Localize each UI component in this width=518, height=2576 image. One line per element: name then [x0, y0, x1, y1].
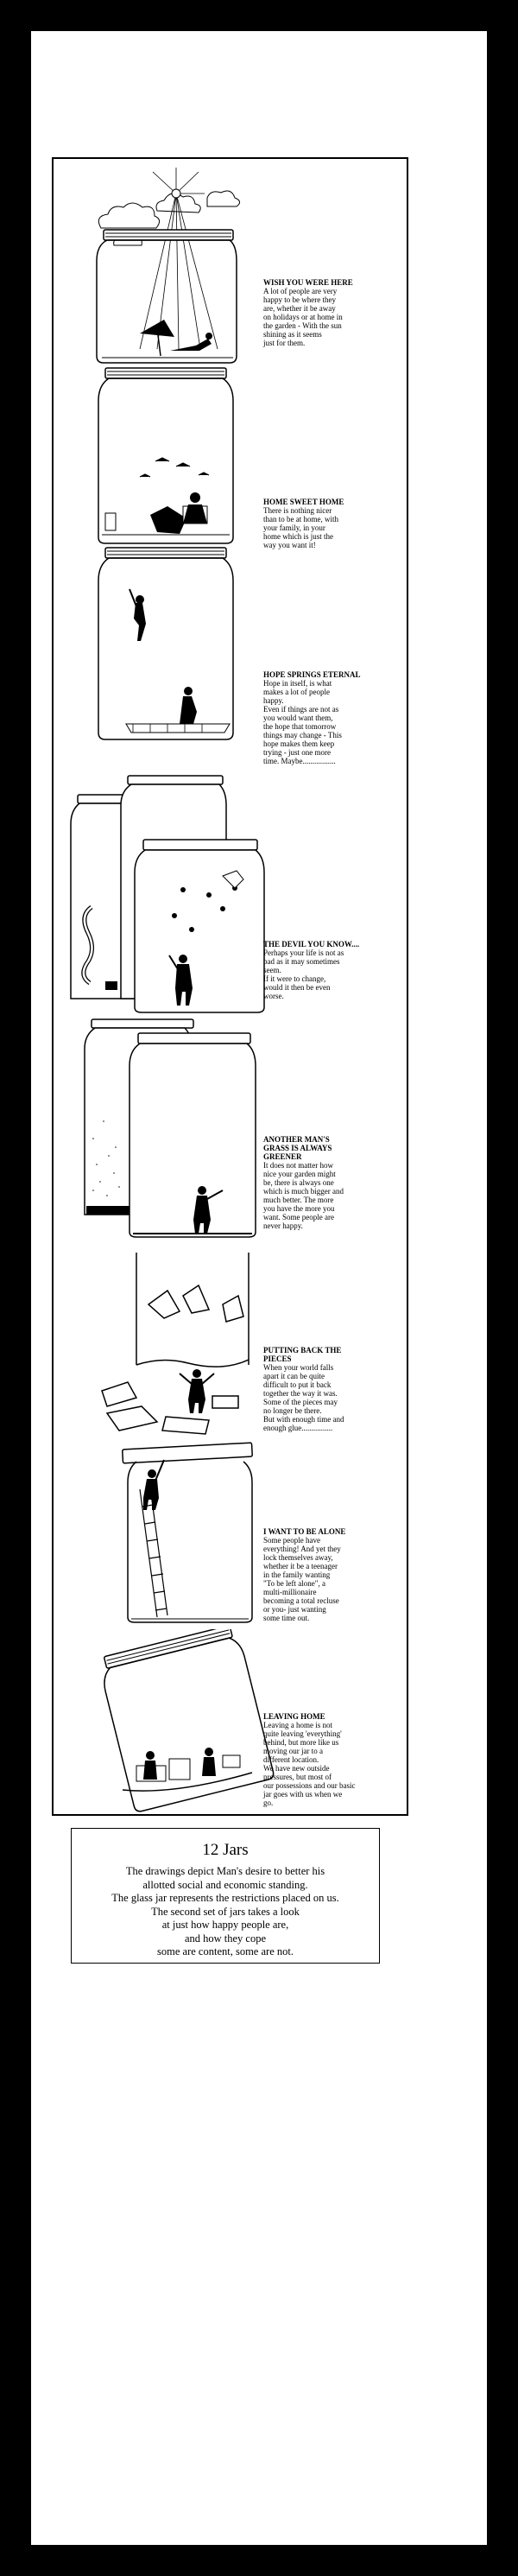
caption-text: It does not matter how nice your garden …	[263, 1161, 344, 1230]
panel-hope-springs-eternal: HOPE SPRINGS ETERNAL Hope in itself, is …	[54, 546, 410, 765]
caption-text: Some people have everything! And yet the…	[263, 1536, 341, 1622]
caption-title: HOME SWEET HOME	[263, 498, 344, 506]
jar-ladder-illustration	[122, 1442, 253, 1623]
jar-sun-illustration	[96, 168, 240, 364]
caption: HOME SWEET HOME There is nothing nicer t…	[263, 498, 377, 549]
panel-i-want-to-be-alone: I WANT TO BE ALONE Some people have ever…	[54, 1437, 410, 1629]
description-line: at just how happy people are,	[161, 1919, 289, 1931]
caption-title: I WANT TO BE ALONE	[263, 1527, 346, 1536]
panel-home-sweet-home: HOME SWEET HOME There is nothing nicer t…	[54, 366, 410, 549]
caption: PUTTING BACK THE PIECES When your world …	[263, 1346, 377, 1432]
caption-text: There is nothing nicer than to be at hom…	[263, 506, 338, 549]
broken-jar-illustration	[101, 1253, 250, 1435]
caption-title: THE DEVIL YOU KNOW....	[263, 940, 360, 949]
caption: THE DEVIL YOU KNOW.... Perhaps your life…	[263, 940, 377, 1000]
caption: WISH YOU WERE HERE A lot of people are v…	[263, 278, 377, 347]
description-line: some are content, some are not.	[157, 1945, 294, 1957]
description-box: 12 Jars The drawings depict Man's desire…	[71, 1828, 380, 1964]
panel-putting-back-the-pieces: PUTTING BACK THE PIECES When your world …	[54, 1244, 410, 1437]
caption-title: WISH YOU WERE HERE	[263, 278, 353, 287]
description-line: and how they cope	[184, 1932, 267, 1945]
tilted-jar-illustration	[104, 1629, 275, 1812]
description-line: The drawings depict Man's desire to bett…	[125, 1865, 325, 1877]
caption-text: A lot of people are very happy to be whe…	[263, 287, 343, 347]
description-line: The second set of jars takes a look	[151, 1905, 300, 1918]
illustration-panel: WISH YOU WERE HERE A lot of people are v…	[52, 157, 408, 1816]
jars-stacked-illustration	[70, 775, 265, 1013]
caption-title: LEAVING HOME	[263, 1712, 325, 1721]
jars-grass-illustration	[84, 1018, 256, 1238]
description-line: allotted social and economic standing.	[142, 1878, 308, 1891]
caption-title: PUTTING BACK THE PIECES	[263, 1346, 342, 1363]
panel-leaving-home: LEAVING HOME Leaving a home is not quite…	[54, 1629, 410, 1814]
panel-another-mans-grass: ANOTHER MAN'S GRASS IS ALWAYS GREENER It…	[54, 1018, 410, 1244]
caption: ANOTHER MAN'S GRASS IS ALWAYS GREENER It…	[263, 1135, 377, 1230]
caption-text: Leaving a home is not quite leaving 'eve…	[263, 1721, 356, 1807]
caption: HOPE SPRINGS ETERNAL Hope in itself, is …	[263, 670, 377, 765]
jar-home-illustration	[98, 367, 234, 544]
panel-devil-you-know: THE DEVIL YOU KNOW.... Perhaps your life…	[54, 743, 410, 1018]
panel-wish-you-were-here: WISH YOU WERE HERE A lot of people are v…	[54, 159, 410, 366]
description-title: 12 Jars	[202, 1841, 249, 1859]
caption-title: HOPE SPRINGS ETERNAL	[263, 670, 361, 679]
caption-title: ANOTHER MAN'S GRASS IS ALWAYS GREENER	[263, 1135, 332, 1161]
caption: LEAVING HOME Leaving a home is not quite…	[263, 1712, 377, 1807]
description-line: The glass jar represents the restriction…	[111, 1892, 339, 1904]
caption-text: Perhaps your life is not as bad as it ma…	[263, 949, 344, 1000]
jar-trampoline-illustration	[98, 547, 234, 740]
caption-text: When your world falls apart it can be qu…	[263, 1363, 344, 1432]
caption: I WANT TO BE ALONE Some people have ever…	[263, 1527, 377, 1622]
caption-text: Hope in itself, is what makes a lot of p…	[263, 679, 342, 765]
